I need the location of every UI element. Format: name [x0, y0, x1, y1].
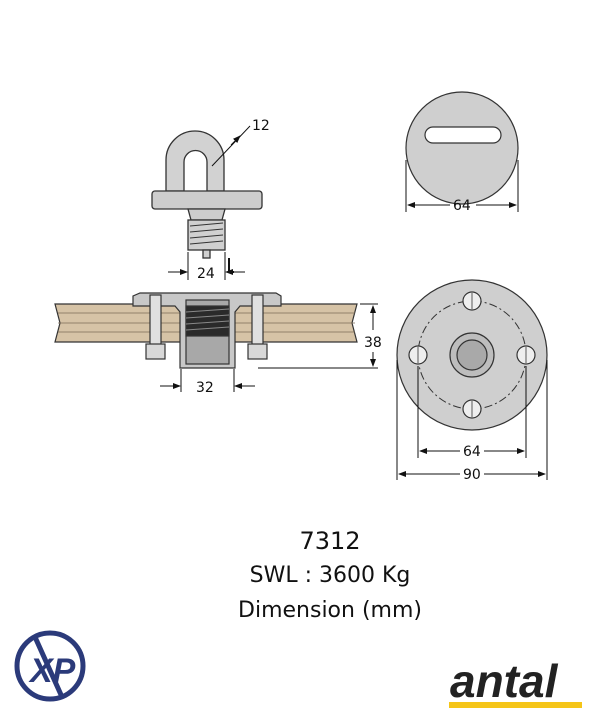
- dimension-12: 12: [211, 118, 270, 167]
- dimension-64-holes: 64: [417, 366, 527, 460]
- dim-label-deck: 38: [364, 335, 382, 351]
- units-note: Dimension (mm): [238, 598, 422, 623]
- dimension-32: 32: [160, 369, 255, 396]
- antal-logo: antal: [449, 655, 582, 708]
- dim-label-base: 90: [463, 467, 481, 483]
- dimension-64-top: 64: [405, 160, 519, 214]
- dimension-38: 38: [258, 303, 382, 369]
- dim-label-thread: 24: [197, 266, 215, 282]
- dim-label-holes: 64: [463, 444, 481, 460]
- dimension-24: 24: [168, 252, 245, 282]
- eye-bolt-side-view: [151, 130, 263, 259]
- model-number: 7312: [299, 527, 361, 555]
- xp-logo-text: XP: [28, 652, 76, 690]
- dimension-90: 90: [396, 360, 548, 483]
- eye-plate-top-view: [405, 91, 519, 205]
- dim-label-plate: 64: [453, 198, 471, 214]
- deck-section-view: [54, 292, 358, 369]
- dim-label-eye-thickness: 12: [252, 118, 270, 134]
- xp-logo: XP: [14, 630, 86, 702]
- antal-logo-text: antal: [450, 655, 559, 707]
- base-plan-view: [396, 279, 548, 431]
- dim-label-socket: 32: [196, 380, 214, 396]
- safe-working-load: SWL : 3600 Kg: [249, 563, 411, 588]
